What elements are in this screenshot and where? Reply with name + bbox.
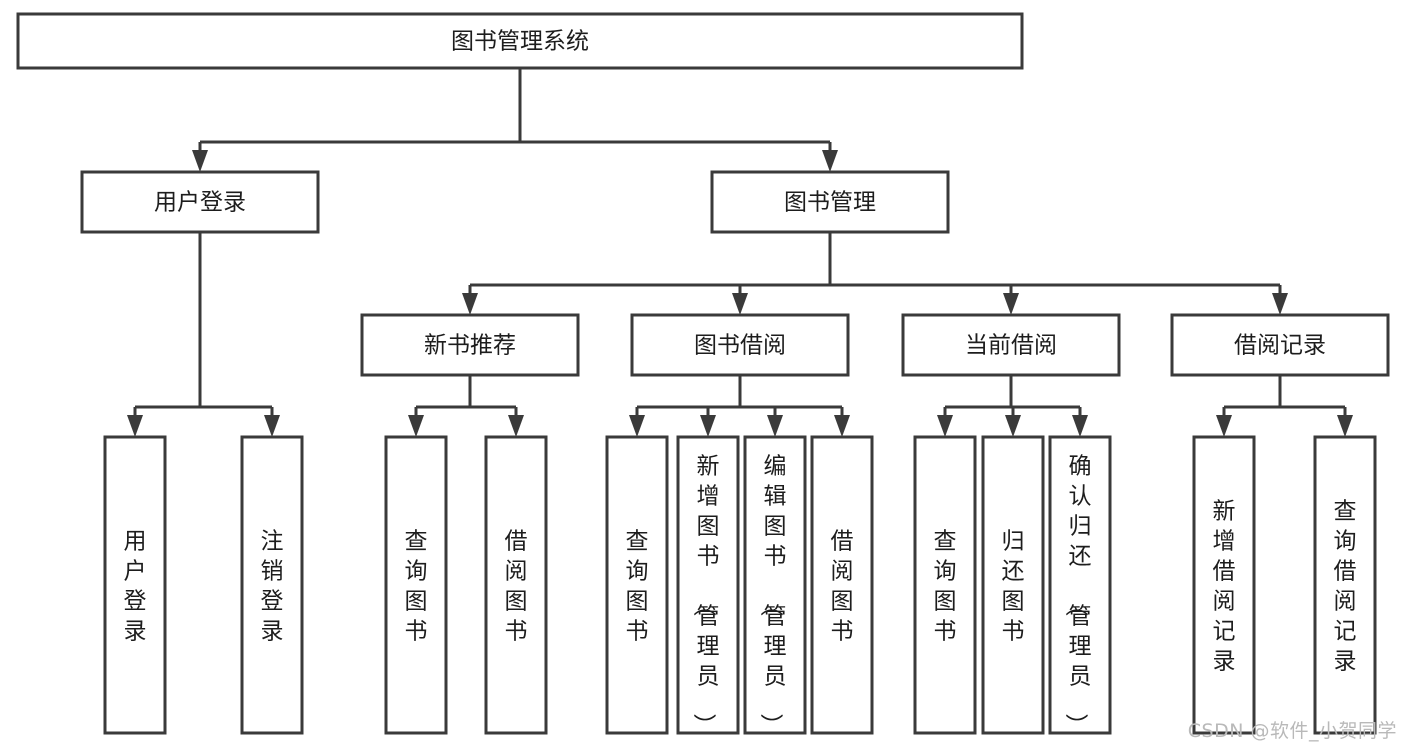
node-label: 图书管理 (784, 190, 876, 216)
arrow-head-icon (834, 415, 850, 437)
node-leaf-return-book[interactable]: 归还图书 (981, 435, 1045, 735)
node-box (901, 313, 1121, 377)
arrow-head-icon (462, 293, 478, 315)
node-leaf-borrow-book-recommend[interactable]: 借阅图书 (484, 435, 548, 735)
node-label: 查询图书 (626, 528, 649, 644)
node-layer: 图书管理系统用户登录图书管理新书推荐图书借阅当前借阅借阅记录用户登录注销登录查询… (16, 12, 1390, 736)
arrow-head-icon (700, 415, 716, 437)
node-leaf-user-logout[interactable]: 注销登录 (240, 435, 304, 735)
arrow-head-icon (408, 415, 424, 437)
arrow-head-icon (1272, 293, 1288, 315)
arrow-head-icon (508, 415, 524, 437)
node-box (1048, 435, 1112, 735)
arrow-head-icon (1216, 415, 1232, 437)
node-box (981, 435, 1045, 735)
node-leaf-borrow-book[interactable]: 借阅图书 (810, 435, 874, 735)
node-leaf-query-book-recommend[interactable]: 查询图书 (384, 435, 448, 735)
node-leaf-edit-book-admin[interactable]: 编辑图书（管理员） (743, 435, 807, 736)
arrow-head-icon (1337, 415, 1353, 437)
node-box (913, 435, 977, 735)
node-box (676, 435, 740, 735)
arrow-head-icon (1003, 293, 1019, 315)
node-borrow-record[interactable]: 借阅记录 (1170, 313, 1390, 377)
node-book-borrow[interactable]: 图书借阅 (630, 313, 850, 377)
node-box (80, 170, 320, 234)
node-label: 查询图书 (934, 528, 957, 644)
arrow-head-icon (767, 415, 783, 437)
arrow-head-icon (192, 150, 208, 172)
node-book-manage[interactable]: 图书管理 (710, 170, 950, 234)
node-label: 当前借阅 (965, 333, 1057, 359)
node-box (743, 435, 807, 735)
arrow-head-icon (264, 415, 280, 437)
node-label: 新增借阅记录 (1213, 498, 1236, 674)
node-label: 查询借阅记录 (1334, 498, 1357, 674)
node-new-book-recommend[interactable]: 新书推荐 (360, 313, 580, 377)
arrow-head-icon (937, 415, 953, 437)
node-box (16, 12, 1024, 70)
node-leaf-add-borrow-record[interactable]: 新增借阅记录 (1192, 435, 1256, 735)
node-current-borrow[interactable]: 当前借阅 (901, 313, 1121, 377)
node-label: 确认归还（管理员） (1063, 453, 1092, 736)
arrow-head-icon (127, 415, 143, 437)
node-root[interactable]: 图书管理系统 (16, 12, 1024, 70)
node-user-login[interactable]: 用户登录 (80, 170, 320, 234)
node-leaf-query-book-borrow[interactable]: 查询图书 (605, 435, 669, 735)
node-label: 注销登录 (261, 528, 284, 644)
arrow-head-icon (629, 415, 645, 437)
node-box (810, 435, 874, 735)
node-box (103, 435, 167, 735)
arrow-head-icon (822, 150, 838, 172)
node-box (630, 313, 850, 377)
node-label: 图书管理系统 (451, 29, 589, 55)
connector-layer (127, 68, 1353, 437)
node-label: 借阅图书 (831, 528, 854, 644)
node-leaf-add-book-admin[interactable]: 新增图书（管理员） (676, 435, 740, 736)
node-leaf-query-borrow-record[interactable]: 查询借阅记录 (1313, 435, 1377, 735)
node-label: 查询图书 (405, 528, 428, 644)
node-box (1313, 435, 1377, 735)
node-label: 用户登录 (154, 190, 246, 216)
arrow-head-icon (1072, 415, 1088, 437)
node-label: 编辑图书（管理员） (758, 453, 787, 736)
arrow-head-icon (732, 293, 748, 315)
node-box (484, 435, 548, 735)
node-box (1192, 435, 1256, 735)
node-label: 用户登录 (124, 528, 147, 644)
node-leaf-user-login[interactable]: 用户登录 (103, 435, 167, 735)
node-label: 借阅记录 (1234, 333, 1326, 359)
node-leaf-query-book-current[interactable]: 查询图书 (913, 435, 977, 735)
node-label: 图书借阅 (694, 333, 786, 359)
arrow-head-icon (1005, 415, 1021, 437)
node-box (710, 170, 950, 234)
node-label: 新增图书（管理员） (691, 453, 720, 736)
node-label: 借阅图书 (505, 528, 528, 644)
node-label: 归还图书 (1002, 528, 1025, 644)
node-box (384, 435, 448, 735)
node-box (1170, 313, 1390, 377)
node-leaf-confirm-return-admin[interactable]: 确认归还（管理员） (1048, 435, 1112, 736)
node-label: 新书推荐 (424, 333, 516, 359)
node-box (360, 313, 580, 377)
node-box (240, 435, 304, 735)
node-box (605, 435, 669, 735)
